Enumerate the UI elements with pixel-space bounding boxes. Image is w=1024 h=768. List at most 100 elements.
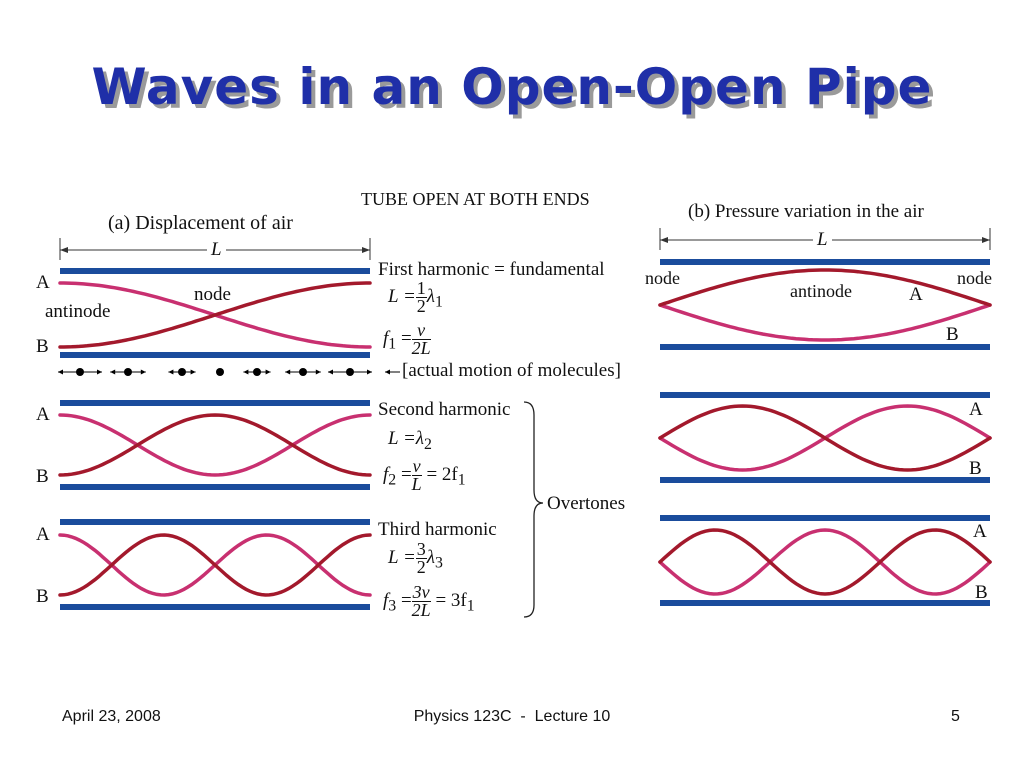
arrow-right-icon [367, 369, 372, 375]
subscript: 3 [435, 554, 443, 572]
subscript: 2 [388, 471, 397, 489]
end-b-label-2: B [36, 466, 49, 487]
end-b-label-b2: B [969, 458, 982, 479]
denominator: 2L [411, 338, 431, 358]
arrow-left-icon [168, 369, 174, 375]
arrow-left-icon [285, 369, 291, 375]
node-right-label: node [957, 268, 992, 288]
numerator: 1 [415, 278, 427, 298]
panel-a-heading: (a) Displacement of air [108, 212, 293, 235]
arrow-left-icon [243, 369, 249, 375]
tube-wall-bottom-a2 [60, 484, 370, 490]
end-b-label-b1: B [946, 324, 959, 345]
formula-lhs: f [383, 589, 389, 611]
end-a-label-3: A [36, 524, 50, 545]
formula-lhs: f [383, 327, 389, 349]
end-a-label-2: A [36, 404, 50, 425]
pressure-curve-b-h2 [658, 404, 992, 472]
end-a-label-b3: A [973, 521, 987, 542]
formula-lhs: L = [388, 546, 416, 568]
pressure-curve-b-h3 [658, 528, 992, 596]
subscript: 2 [424, 435, 432, 453]
tube-wall-top-a1 [60, 268, 370, 274]
harmonic-2-name: Second harmonic [378, 399, 511, 420]
formula-rhs: = 2f [421, 463, 458, 485]
length-dimension-b-arrow-left-icon [660, 237, 668, 243]
numerator: 3v [411, 582, 431, 602]
tube-wall-bottom-b2 [660, 477, 990, 483]
denominator: 2L [411, 600, 431, 620]
panel-b-label: (b) [688, 201, 711, 222]
tube-wall-bottom-b1 [660, 344, 990, 350]
overtones-label: Overtones [547, 493, 626, 514]
end-a-label-1: A [36, 272, 50, 293]
molecule-dot [216, 368, 224, 376]
antinode-label-b: antinode [790, 281, 852, 301]
pressure-curve-a-h1 [658, 303, 992, 342]
length-dimension-a-arrow-right-icon [362, 247, 370, 253]
tube-wall-top-b3 [660, 515, 990, 521]
arrow-left-icon [328, 369, 333, 375]
formula-rhs: = 3f [430, 589, 467, 611]
numerator: v [411, 456, 422, 476]
denominator: 2 [416, 557, 426, 577]
tube-wall-bottom-a3 [60, 604, 370, 610]
length-dimension-a-arrow-left-icon [60, 247, 68, 253]
denominator: 2 [416, 296, 426, 316]
harmonic-3-name: Third harmonic [378, 519, 497, 540]
displacement-curve-b-h3 [58, 533, 372, 597]
end-a-label-b2: A [969, 399, 983, 420]
end-a-label-b1: A [909, 284, 923, 305]
node-left-label: node [645, 268, 680, 288]
panel-a-label: (a) [108, 212, 131, 234]
antinode-label-a: antinode [45, 301, 111, 322]
numerator: 3 [415, 539, 427, 559]
formula-lhs: L = [388, 285, 416, 307]
formula-lhs: f [383, 463, 389, 485]
equals: = [396, 589, 412, 611]
slide-title: Waves in an Open-Open Pipe [91, 58, 933, 116]
panel-a-title: Displacement of air [135, 212, 293, 234]
end-b-label-3: B [36, 586, 49, 607]
arrow-right-icon [140, 369, 146, 375]
displacement-curve-b-h1 [58, 281, 372, 349]
subscript: 1 [466, 597, 475, 615]
diagram-heading: TUBE OPEN AT BOTH ENDS [361, 189, 590, 209]
tube-wall-top-a2 [60, 400, 370, 406]
end-b-label-1: B [36, 336, 49, 357]
displacement-curve-b-h2 [58, 413, 372, 477]
footer-course: Physics 123C - Lecture 10 [413, 708, 611, 725]
lambda: λ [426, 546, 436, 568]
denominator: L [411, 474, 422, 494]
molecules-caption: [actual motion of molecules] [402, 360, 621, 381]
subscript: 3 [388, 597, 397, 615]
harmonic-1-name: First harmonic = fundamental [378, 259, 605, 280]
numerator: v [411, 321, 431, 340]
formula-lhs: L = [388, 428, 416, 449]
harmonic-2-length-formula: L =λ2 [388, 428, 432, 454]
arrow-right-icon [97, 369, 102, 375]
arrow-left-icon [58, 369, 63, 375]
lambda: λ [415, 428, 425, 449]
arrow-right-icon [265, 369, 271, 375]
panel-b-title: Pressure variation in the air [714, 201, 924, 222]
tube-wall-top-a3 [60, 519, 370, 525]
footer-date: April 23, 2008 [62, 708, 161, 725]
arrow-left-icon [110, 369, 116, 375]
pressure-curve-b-h1 [658, 268, 992, 307]
panel-a-length-label: L [207, 239, 226, 261]
node-label-a: node [194, 284, 231, 305]
pressure-curve-a-h3 [658, 528, 992, 596]
tube-wall-bottom-b3 [660, 600, 990, 606]
tube-wall-top-b2 [660, 392, 990, 398]
displacement-curve-a-h2 [58, 413, 372, 477]
